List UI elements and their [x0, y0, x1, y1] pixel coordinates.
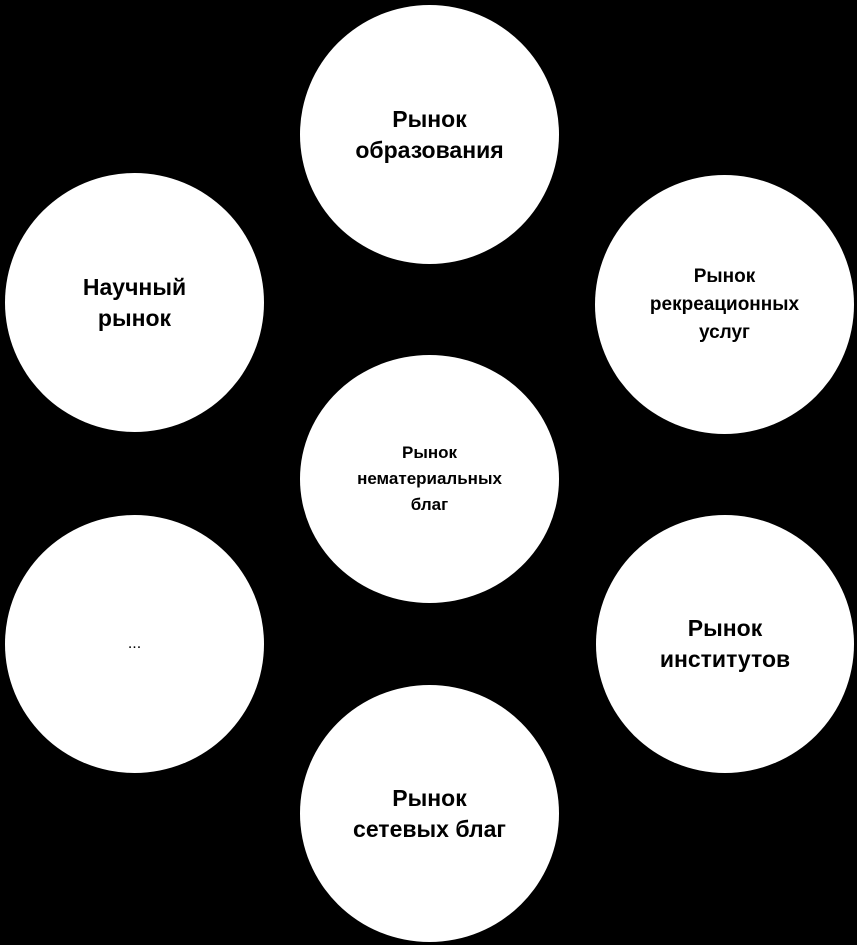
circle-label-network-goods: Рынок сетевых благ [353, 784, 506, 842]
circle-institutions-market: Рынок институтов [596, 515, 854, 773]
circle-science-market: Научный рынок [5, 173, 264, 432]
circle-label-recreation: Рынок рекреационных услуг [649, 265, 800, 343]
circle-center-intangible-goods: Рынок нематериальных благ [300, 355, 559, 603]
circle-label-center: Рынок нематериальных благ [357, 443, 502, 514]
circle-network-goods-market: Рынок сетевых благ [300, 685, 559, 942]
circle-recreation-market: Рынок рекреационных услуг [595, 175, 854, 434]
circle-label-institutions: Рынок институтов [659, 615, 791, 672]
circle-label-education: Рынок образования [355, 105, 504, 163]
circle-more-markets: ... [5, 515, 264, 773]
circle-education-market: Рынок образования [300, 5, 559, 264]
circle-label-science: Научный рынок [82, 273, 187, 331]
circle-label-more: ... [127, 635, 142, 652]
